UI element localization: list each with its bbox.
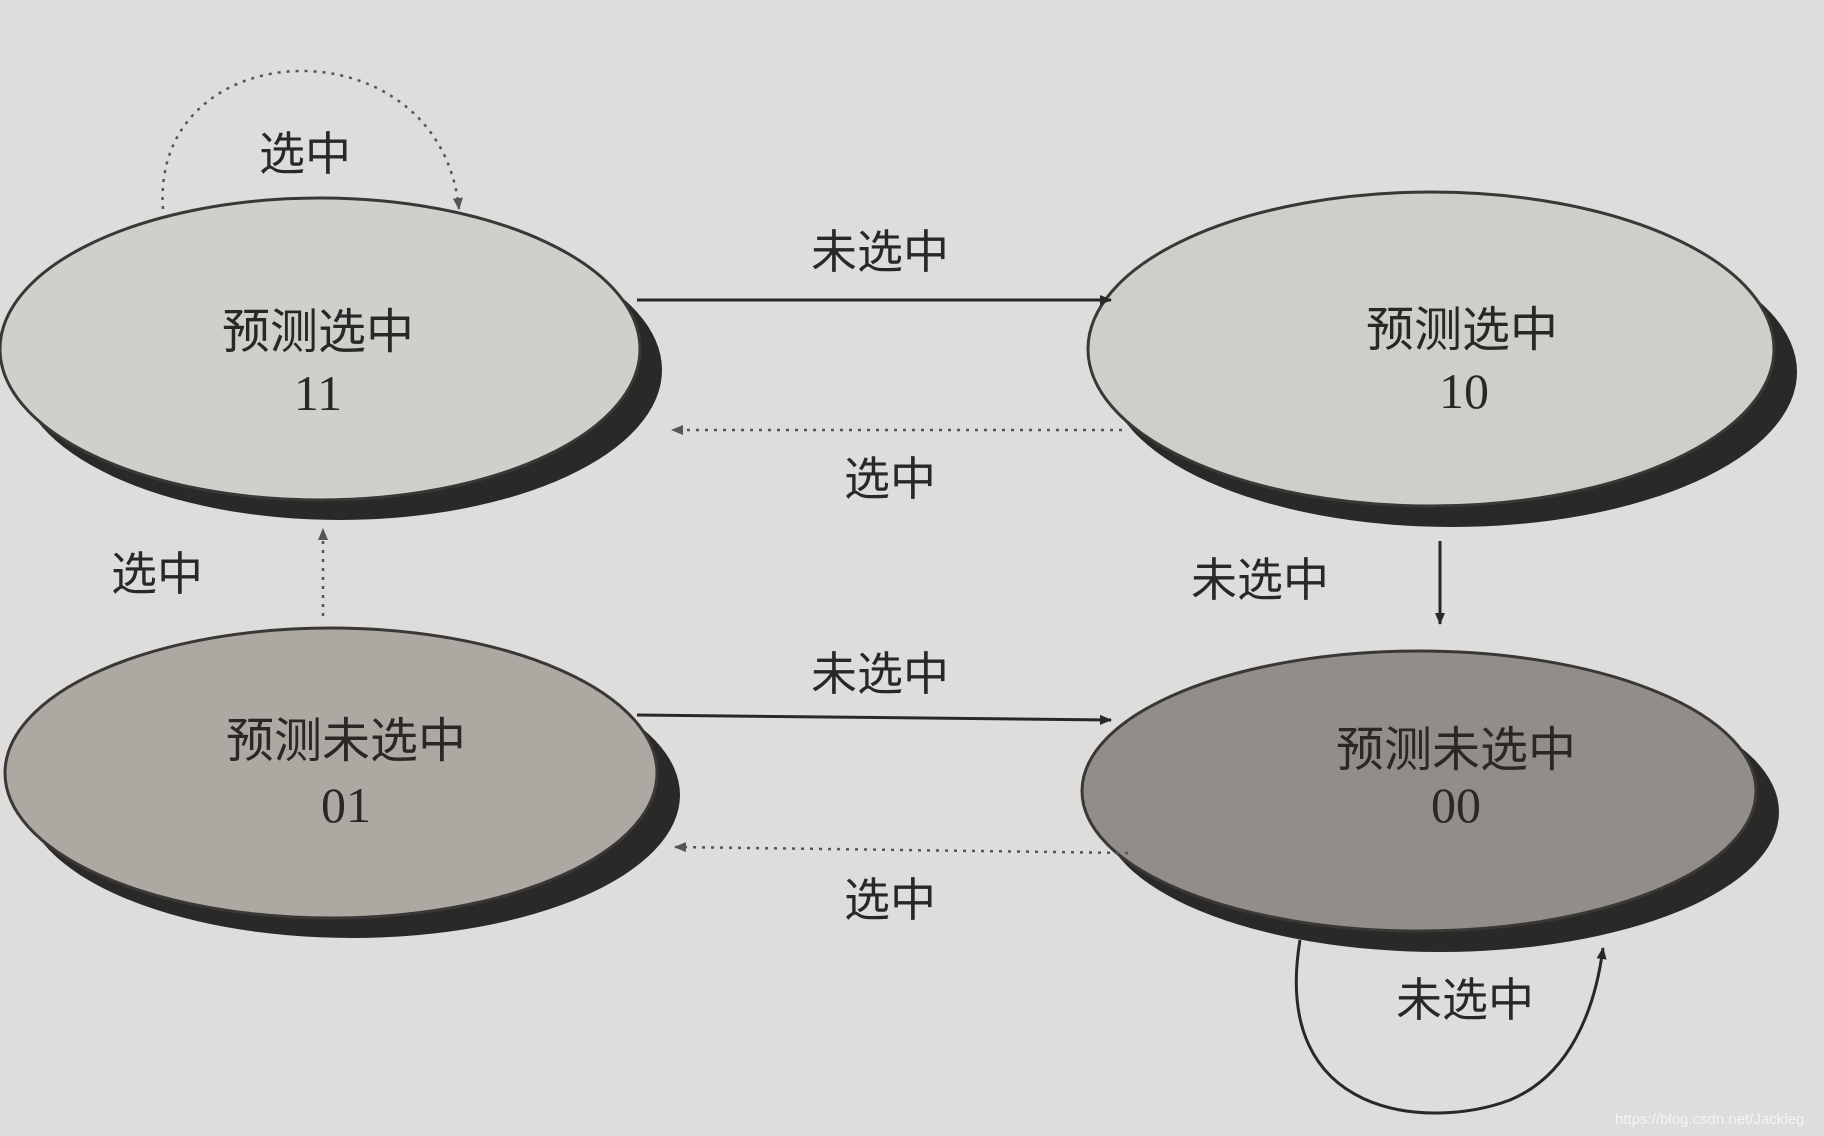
- state-ellipse: [1080, 649, 1758, 933]
- transition-10-11: 选中: [671, 425, 1122, 506]
- state-name: 预测选中: [222, 304, 414, 360]
- state-name: 预测未选中: [1336, 722, 1576, 778]
- state-code: 00: [1431, 777, 1481, 833]
- state-10: 预测选中 10: [1086, 190, 1797, 527]
- arrow: [674, 842, 1129, 855]
- self-loop-arrow: [161, 69, 463, 210]
- transition-label: 未选中: [811, 225, 949, 279]
- transition-01-11: 选中: [111, 528, 328, 616]
- state-00: 预测未选中 00: [1080, 649, 1779, 952]
- state-name: 预测选中: [1366, 302, 1558, 358]
- transition-label: 未选中: [1191, 553, 1329, 607]
- transition-label: 未选中: [1396, 973, 1534, 1027]
- state-11: 预测选中 11: [0, 196, 662, 520]
- state-ellipse: [3, 626, 659, 920]
- transition-11-10: 未选中: [637, 225, 1112, 305]
- state-name: 预测未选中: [226, 713, 466, 769]
- transition-10-00: 未选中: [1191, 541, 1445, 625]
- transition-label: 选中: [844, 452, 936, 506]
- watermark: https://blog.csdn.net/Jackleg: [1615, 1111, 1804, 1128]
- state-01: 预测未选中 01: [3, 626, 680, 938]
- transition-11-11: 选中: [161, 69, 463, 210]
- state-code: 01: [321, 777, 371, 833]
- arrow: [636, 713, 1112, 725]
- state-code: 11: [294, 365, 342, 421]
- state-ellipse: [1086, 190, 1776, 508]
- transition-01-00: 未选中: [636, 647, 1112, 725]
- transition-label: 选中: [259, 127, 351, 181]
- transition-00-00: 未选中: [1294, 939, 1607, 1115]
- transition-label: 选中: [111, 547, 203, 601]
- transition-label: 未选中: [811, 647, 949, 701]
- transition-00-01: 选中: [674, 842, 1129, 927]
- state-code: 10: [1439, 363, 1489, 419]
- state-ellipse: [0, 196, 642, 502]
- self-loop-arrow: [1294, 939, 1607, 1115]
- transition-label: 选中: [844, 873, 936, 927]
